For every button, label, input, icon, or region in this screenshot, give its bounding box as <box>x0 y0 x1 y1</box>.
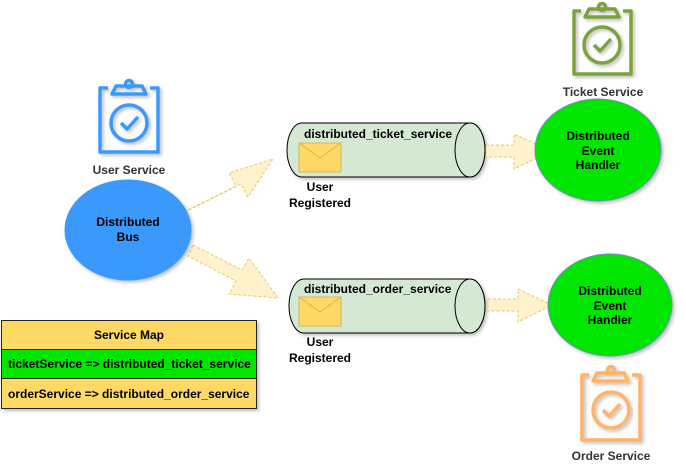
ticket-service-label: Ticket Service <box>563 85 644 99</box>
arrow-ticket-queue-to-handler <box>485 133 553 170</box>
service-map-row-order: orderService => distributed_order_servic… <box>2 379 256 408</box>
service-map-table: Service Map ticketService => distributed… <box>1 320 257 409</box>
queue-ticket-name: distributed_ticket_service <box>304 127 452 141</box>
order-handler-line2: Event <box>594 299 627 313</box>
ticket-event-handler[interactable] <box>534 98 662 202</box>
service-map-row-ticket: ticketService => distributed_ticket_serv… <box>2 350 256 379</box>
service-map-title: Service Map <box>2 321 256 350</box>
queue-order-name: distributed_order_service <box>304 282 452 296</box>
distributed-bus[interactable] <box>64 179 192 281</box>
user-service-icon <box>98 78 160 154</box>
arrow-bus-to-ticket-queue <box>187 158 275 211</box>
queue-ticket-message-line2: Registered <box>289 196 351 210</box>
bus-label-line1: Distributed <box>96 215 159 229</box>
envelope-icon <box>298 296 342 327</box>
order-handler-line3: Handler <box>588 313 633 327</box>
order-service-icon <box>580 364 642 442</box>
arrow-order-queue-to-handler <box>487 288 554 323</box>
order-service-label: Order Service <box>572 449 651 463</box>
ticket-handler-line1: Distributed <box>566 129 629 143</box>
ticket-handler-line3: Handler <box>576 158 621 172</box>
order-event-handler[interactable] <box>547 253 673 357</box>
queue-order-message-line1: User <box>307 335 334 349</box>
queue-order-message-line2: Registered <box>289 351 351 365</box>
envelope-icon <box>298 142 342 173</box>
ticket-service-icon <box>572 1 633 76</box>
ticket-handler-line2: Event <box>582 144 615 158</box>
bus-label-line2: Bus <box>117 230 140 244</box>
arrow-bus-to-order-queue <box>187 244 280 299</box>
queue-ticket-message-line1: User <box>307 180 334 194</box>
order-handler-line1: Distributed <box>578 284 641 298</box>
user-service-label: User Service <box>93 163 166 177</box>
